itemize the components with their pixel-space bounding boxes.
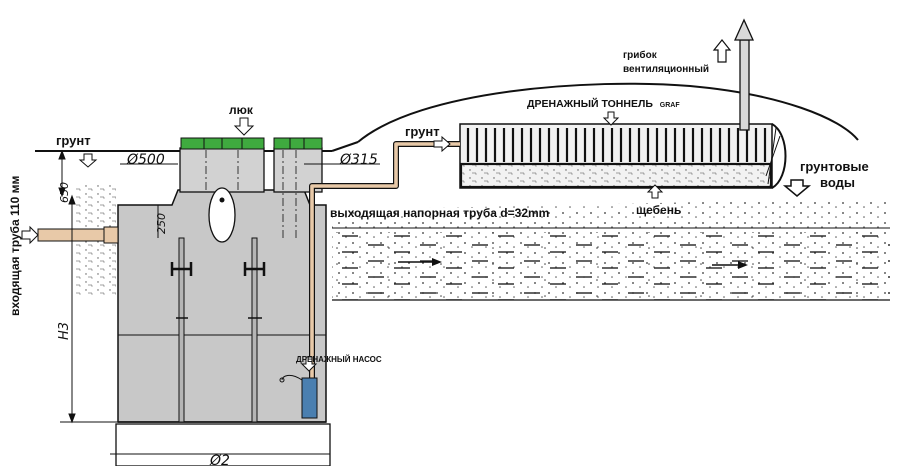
groundwater-layer (332, 227, 890, 301)
drainage-tunnel (459, 123, 787, 189)
hatch-label: люк (229, 103, 254, 117)
vent-label-line2: вентиляционный (623, 64, 709, 75)
drainage-pump (301, 377, 318, 419)
tunnel-arrow-icon (602, 111, 620, 126)
inspection-ellipse (208, 187, 236, 243)
main-hatch-cover (180, 137, 265, 150)
riser-brackets (170, 262, 266, 319)
dim-d315: Ø315 (339, 152, 378, 168)
tank-base (115, 423, 331, 466)
groundwater-arrow-icon (782, 179, 812, 197)
pump-label: ДРЕНАЖНЫЙ НАСОС (296, 355, 382, 364)
main-neck (179, 147, 265, 193)
inlet-pipe (37, 226, 119, 244)
dimension-lines (58, 149, 380, 455)
dim-h3: Н3 (57, 322, 72, 340)
inlet-arrow-icon (21, 225, 39, 245)
gravel-arrow-icon (646, 184, 664, 199)
flow-arrow-right (712, 261, 748, 269)
inlet-pipe-label: входящая труба 110 мм (8, 175, 22, 316)
tunnel-label: ДРЕНАЖНЫЙ ТОННЕЛЬ GRAF (527, 97, 680, 110)
vent-pipe (733, 18, 755, 131)
earth-mound (357, 82, 859, 143)
dim-250: 250 (155, 213, 168, 234)
flow-arrow-left (398, 258, 442, 266)
dim-d2: Ø2 (209, 453, 230, 466)
ground-arrow-icon (78, 153, 98, 168)
outlet-pipe-label: выходящая напорная труба d=32mm (330, 206, 549, 220)
internal-risers (178, 237, 258, 423)
groundwater-label-line2: воды (820, 175, 855, 190)
vent-arrow-icon (712, 39, 732, 63)
tunnel-base (459, 162, 773, 189)
pump-hatch-cover (273, 137, 323, 150)
ground-right-arrow-icon (433, 135, 451, 153)
ground-left-label: грунт (56, 133, 91, 148)
outlet-pipe (309, 141, 460, 392)
dim-d500: Ø500 (126, 152, 165, 168)
groundwater-label-line1: грунтовые (800, 159, 869, 174)
vent-label-line1: грибок (623, 49, 658, 61)
pump-arrow-icon (300, 356, 318, 372)
dim-650: 650 (58, 182, 71, 203)
hatch-arrow-icon (233, 117, 255, 136)
gravel-label: щебень (636, 203, 681, 217)
ground-right-label: грунт (405, 124, 440, 139)
